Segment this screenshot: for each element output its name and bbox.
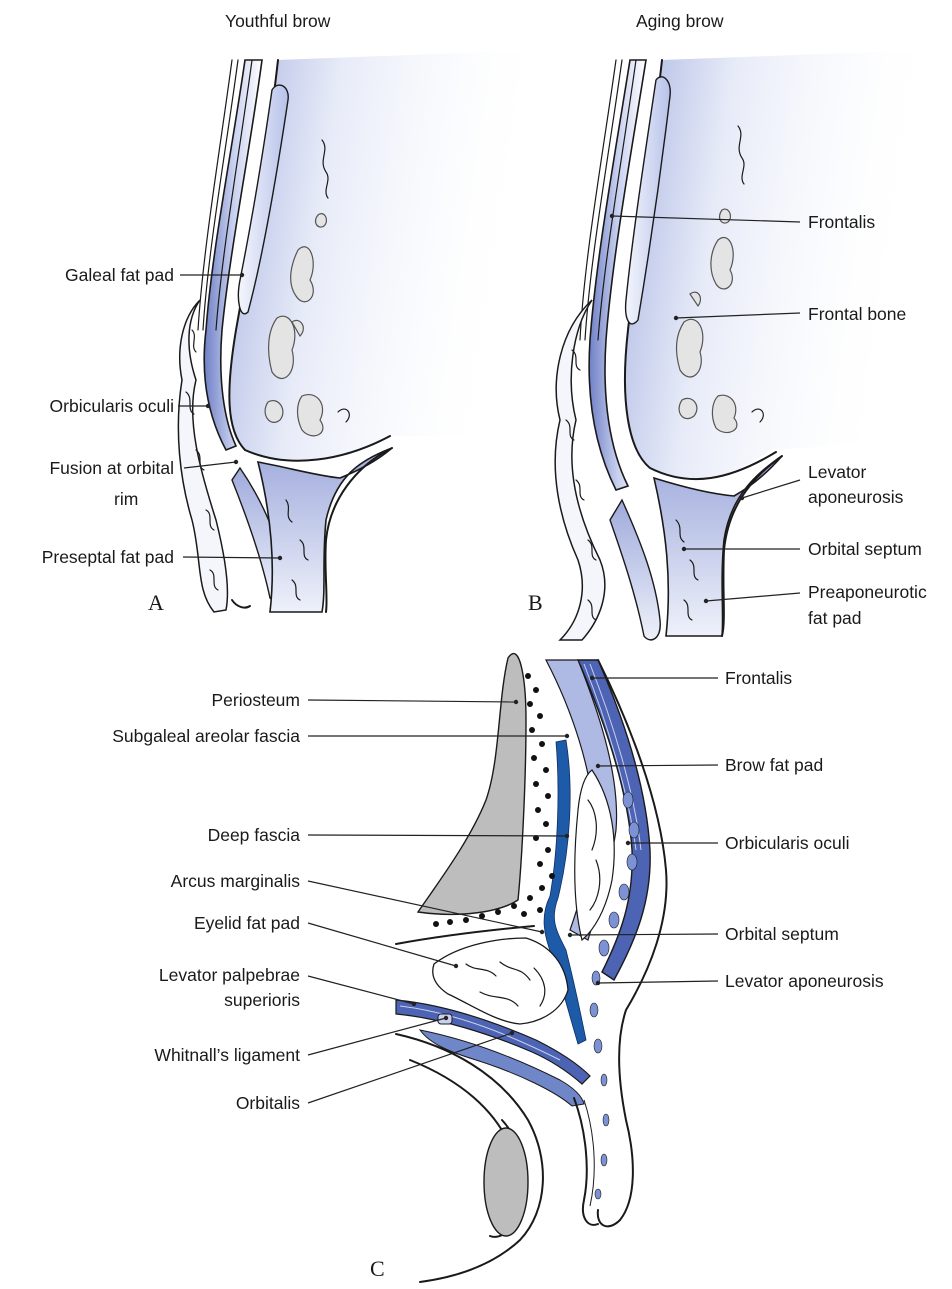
pin-a-fusion <box>234 460 238 464</box>
panel-c-letter: C <box>370 1256 385 1281</box>
panel-c: Periosteum Subgaleal areolar fascia Deep… <box>112 654 884 1282</box>
label-c-levator-apo: Levator aponeurosis <box>725 971 884 991</box>
leader-eyelid-fat <box>308 923 456 966</box>
label-eyelid-fat: Eyelid fat pad <box>194 913 300 933</box>
label-c-orbicularis: Orbicularis oculi <box>725 833 849 853</box>
panel-c-lens <box>484 1128 528 1236</box>
leader-levator-palp <box>308 976 414 1004</box>
pin-c-levator-apo <box>596 981 600 985</box>
label-b-frontalis: Frontalis <box>808 212 875 232</box>
label-orbitalis: Orbitalis <box>236 1093 300 1113</box>
label-levator-line1: Levator <box>808 462 867 482</box>
pin-b-septum <box>682 547 686 551</box>
panel-a: Youthful brow <box>42 11 540 615</box>
label-a-orbicularis: Orbicularis oculi <box>50 396 174 416</box>
pin-c-frontalis <box>590 676 594 680</box>
label-fusion-line2: rim <box>114 489 138 509</box>
panel-a-letter: A <box>148 590 164 615</box>
label-b-orbital-septum: Orbital septum <box>808 539 922 559</box>
label-subgaleal: Subgaleal areolar fascia <box>112 726 300 746</box>
pin-b-preaponeurotic <box>704 599 708 603</box>
pin-eyelid-fat <box>454 964 458 968</box>
leader-deep-fascia <box>308 835 567 836</box>
pin-c-septum <box>568 933 572 937</box>
pin-orbitalis <box>510 1031 514 1035</box>
pin-c-orbicularis <box>626 841 630 845</box>
label-brow-fat: Brow fat pad <box>725 755 823 775</box>
panel-a-lower-lid <box>258 448 392 612</box>
label-preseptal-fat-pad: Preseptal fat pad <box>42 547 174 567</box>
panel-b-letter: B <box>528 590 543 615</box>
pin-levator-palp <box>412 1002 416 1006</box>
label-preaponeurotic-line2: fat pad <box>808 608 862 628</box>
leader-periosteum <box>308 700 516 702</box>
pin-periosteum <box>514 700 518 704</box>
label-arcus: Arcus marginalis <box>171 871 301 891</box>
label-periosteum: Periosteum <box>211 690 300 710</box>
label-levator-palp-line1: Levator palpebrae <box>159 965 300 985</box>
label-preaponeurotic-line1: Preaponeurotic <box>808 582 927 602</box>
panel-b-frontal-bone <box>625 50 930 479</box>
panel-c-orbitalis <box>420 1030 584 1106</box>
label-c-frontalis: Frontalis <box>725 668 792 688</box>
label-deep-fascia: Deep fascia <box>208 825 301 845</box>
leader-orbitalis <box>308 1033 512 1103</box>
pin-whitnall <box>444 1016 448 1020</box>
pin-a-galeal <box>240 273 244 277</box>
pin-b-levator <box>740 496 744 500</box>
panel-b: Aging brow <box>528 11 930 640</box>
leader-c-septum <box>570 934 718 935</box>
leader-c-levator-apo <box>598 981 718 983</box>
label-c-orbital-septum: Orbital septum <box>725 924 839 944</box>
pin-b-frontal-bone <box>674 316 678 320</box>
label-whitnall: Whitnall’s ligament <box>154 1045 300 1065</box>
pin-subgaleal <box>565 734 569 738</box>
panel-c-periosteum-bone <box>418 654 526 915</box>
label-levator-line2: aponeurosis <box>808 487 904 507</box>
pin-a-orbicularis <box>206 404 210 408</box>
panel-b-descended-fatpad <box>610 500 660 640</box>
pin-b-frontalis <box>610 214 614 218</box>
panel-b-lower-lid <box>654 456 782 636</box>
pin-brow-fat <box>596 764 600 768</box>
label-galeal-fat-pad: Galeal fat pad <box>65 265 174 285</box>
pin-arcus <box>540 930 544 934</box>
pin-a-preseptal <box>278 556 282 560</box>
panel-a-title: Youthful brow <box>225 11 331 31</box>
pin-deep-fascia <box>565 834 569 838</box>
panel-b-title: Aging brow <box>636 11 724 31</box>
label-frontal-bone: Frontal bone <box>808 304 906 324</box>
label-levator-palp-line2: superioris <box>224 990 300 1010</box>
label-fusion-line1: Fusion at orbital <box>49 458 174 478</box>
